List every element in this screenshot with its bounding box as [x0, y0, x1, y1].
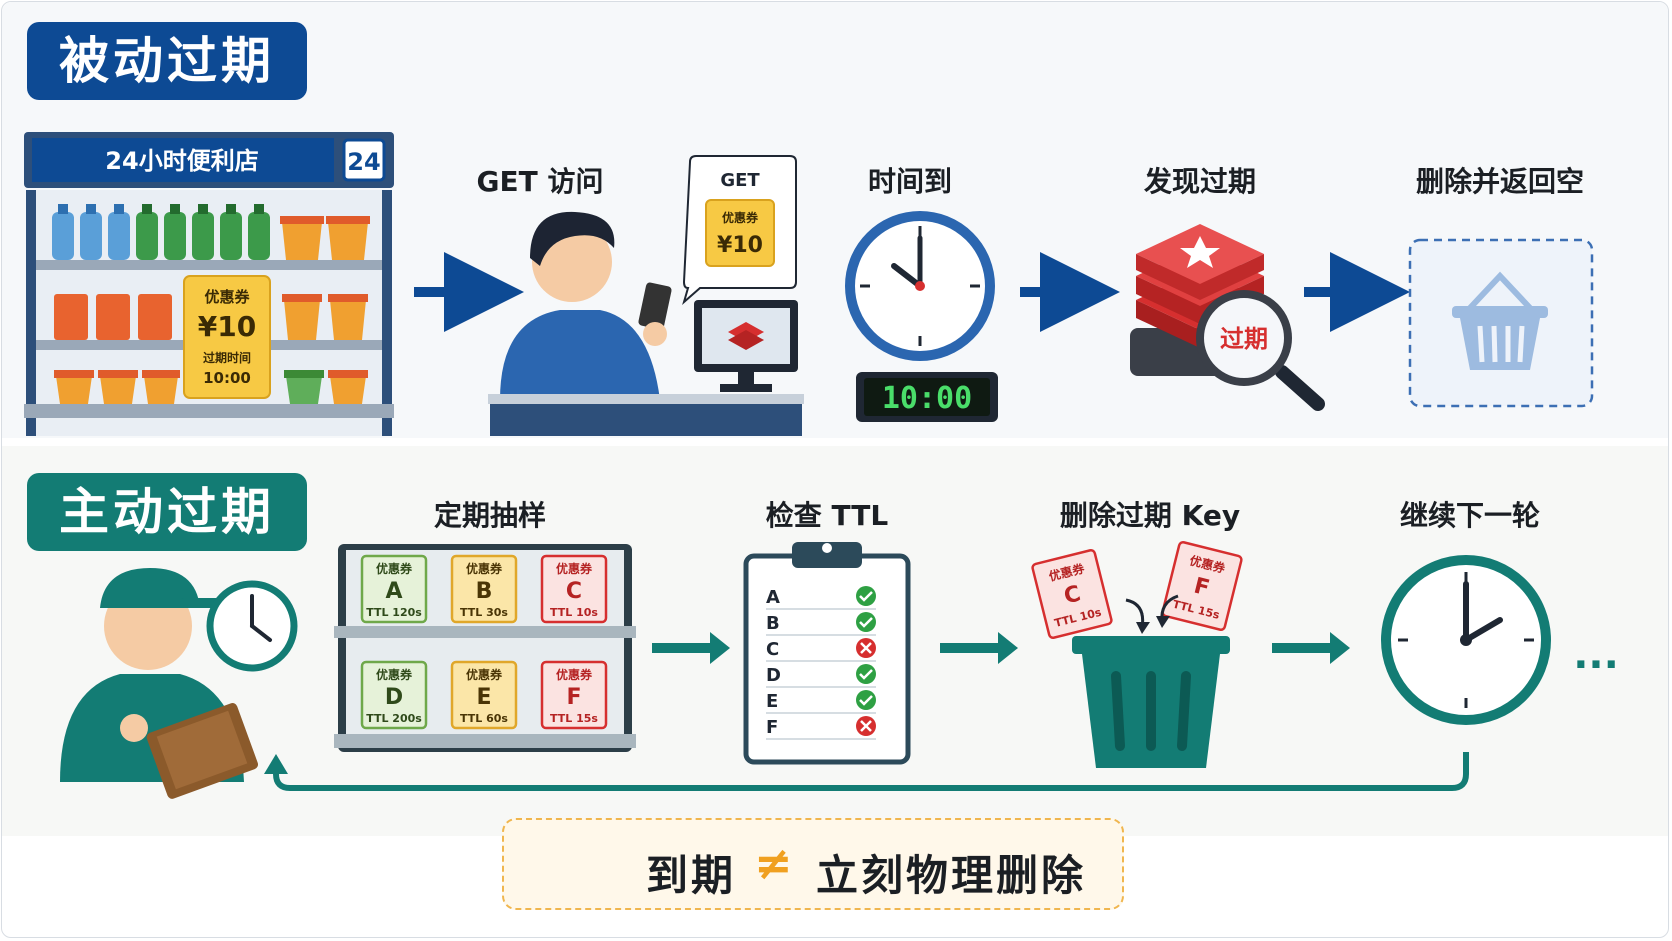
- coupon-label: 优惠券: [466, 561, 503, 576]
- snack-bags: [54, 294, 172, 340]
- checklist-row: F: [766, 716, 876, 740]
- store-shelf: 24小时便利店 24: [24, 132, 394, 436]
- coupon-label: 优惠券: [376, 667, 413, 682]
- clipboard-icon: [743, 542, 911, 765]
- coupon-ttl: TTL 60s: [460, 712, 508, 725]
- checklist-key: E: [766, 691, 778, 712]
- coupon-label: 优惠券: [556, 561, 593, 576]
- bottles: [52, 204, 270, 260]
- step-label-sampling: 定期抽样: [433, 499, 546, 532]
- ellipsis: ···: [1573, 642, 1619, 688]
- cup-noodles: [54, 216, 370, 404]
- coupon-card-f: 优惠券 F TTL 15s: [540, 660, 608, 730]
- checklist-row: C: [766, 638, 876, 662]
- coupon-card-a: 优惠券 A TTL 120s: [360, 554, 428, 624]
- coupon-card-d: 优惠券 D TTL 200s: [360, 660, 428, 730]
- customer-with-phone: [500, 211, 672, 400]
- store-worker: [60, 568, 259, 799]
- digital-clock: 10:00: [856, 372, 998, 422]
- checklist-key: D: [766, 665, 781, 686]
- bubble-coupon-label: 优惠券: [722, 210, 759, 225]
- coupon-id: E: [476, 685, 491, 710]
- shelf-coupon-amount: ¥10: [198, 310, 256, 343]
- coupon-id: C: [566, 579, 582, 604]
- cross-icon: [856, 638, 876, 658]
- drop-arrows: [1125, 594, 1179, 634]
- banner-right: 立刻物理删除: [816, 851, 1087, 900]
- coupon-ttl: TTL 30s: [460, 606, 508, 619]
- get-request-bubble: GET 优惠券 ¥10: [682, 155, 797, 305]
- coupon-label: 优惠券: [466, 667, 503, 682]
- step-label-time-up: 时间到: [867, 165, 952, 198]
- coupon-card-e: 优惠券 E TTL 60s: [450, 660, 518, 730]
- checklist-key: C: [766, 639, 779, 660]
- passive-title: 被动过期: [27, 22, 307, 100]
- digital-clock-time: 10:00: [882, 381, 972, 416]
- empty-basket-icon: [1408, 238, 1594, 408]
- checklist-row: B: [766, 612, 876, 636]
- checklist-key: B: [766, 613, 780, 634]
- key-insight-banner: 到期 ≠ 立刻物理删除: [502, 818, 1124, 910]
- small-clock-icon: [206, 580, 298, 672]
- cross-icon: [856, 716, 876, 736]
- step-label-get: GET 访问: [476, 165, 604, 198]
- banner-left: 到期: [646, 851, 737, 900]
- checklist-key: A: [766, 587, 780, 608]
- store-badge: 24: [347, 148, 380, 176]
- counter-terminal: [488, 300, 804, 436]
- coupon-id: C: [1062, 581, 1084, 609]
- coupon-id: F: [566, 685, 581, 710]
- bubble-method: GET: [720, 170, 760, 191]
- coupon-card-c: 优惠券 C TTL 10s: [540, 554, 608, 624]
- check-icon: [856, 586, 876, 606]
- shelf-coupon: 优惠券 ¥10 过期时间 10:00: [183, 275, 271, 399]
- not-equal-sign: ≠: [754, 836, 793, 890]
- checklist-row: A: [766, 586, 876, 610]
- shelf-coupon-expiry-time: 10:00: [203, 369, 251, 387]
- check-icon: [856, 664, 876, 684]
- coupon-ttl: TTL 15s: [550, 712, 598, 725]
- bubble-coupon-amount: ¥10: [717, 233, 763, 258]
- step-label-delete-return: 删除并返回空: [1415, 165, 1584, 198]
- checklist-row: E: [766, 690, 876, 714]
- check-icon: [856, 690, 876, 710]
- check-icon: [856, 612, 876, 632]
- store-sign: 24小时便利店: [105, 147, 258, 175]
- cycle-clock-icon: [1381, 555, 1551, 725]
- coupon-ttl: TTL 200s: [366, 712, 422, 725]
- loop-back-arrow: [264, 752, 1469, 791]
- checklist-key: F: [766, 717, 778, 738]
- step-label-found-expired: 发现过期: [1143, 165, 1256, 198]
- shelf-coupon-label: 优惠券: [204, 288, 250, 306]
- coupon-label: 优惠券: [556, 667, 593, 682]
- active-arrows: [652, 632, 1350, 664]
- coupon-ttl: TTL 120s: [366, 606, 422, 619]
- step-label-check-ttl: 检查 TTL: [765, 499, 889, 532]
- magnifier-text: 过期: [1220, 325, 1268, 353]
- coupon-id: B: [476, 579, 493, 604]
- trash-bin-icon: [1072, 636, 1230, 768]
- clock-icon: [845, 211, 995, 361]
- coupon-id: D: [385, 685, 403, 710]
- checklist-row: D: [766, 664, 876, 688]
- step-label-next-round: 继续下一轮: [1399, 499, 1540, 532]
- coupon-label: 优惠券: [376, 561, 413, 576]
- active-title: 主动过期: [27, 473, 307, 551]
- shelf-coupons: 优惠券 A TTL 120s 优惠券 B TTL 30s 优惠券 C TTL 10s 优惠券 D TT…: [360, 554, 608, 730]
- step-label-delete-key: 删除过期 Key: [1059, 499, 1241, 532]
- coupon-id: F: [1191, 574, 1212, 602]
- coupon-card-b: 优惠券 B TTL 30s: [450, 554, 518, 624]
- coupon-id: A: [385, 579, 402, 604]
- coupon-ttl: TTL 10s: [550, 606, 598, 619]
- magnifier-icon: 过期: [1196, 290, 1325, 411]
- shelf-coupon-expiry-label: 过期时间: [203, 350, 251, 365]
